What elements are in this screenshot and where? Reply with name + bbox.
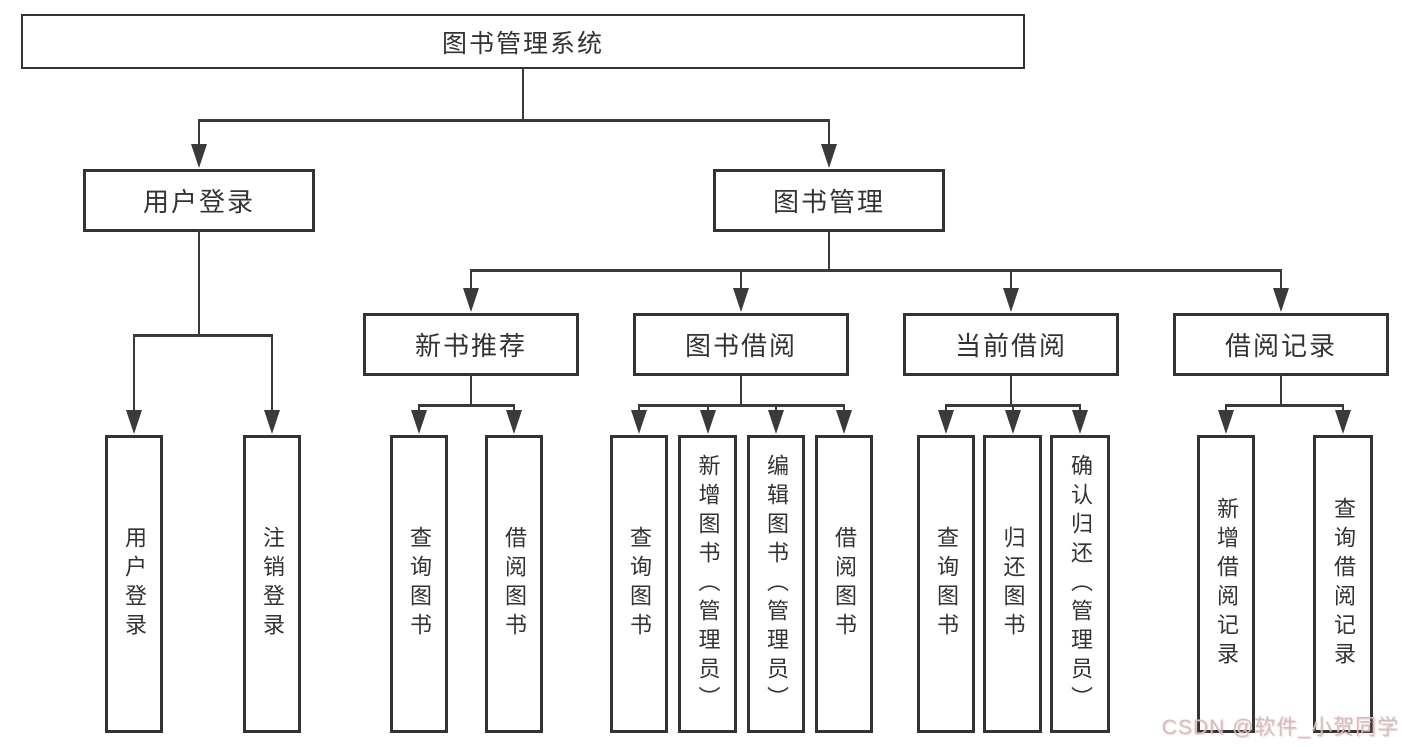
leaf-query-book-1: 查询图书 — [390, 435, 448, 733]
leaf-add-borrow-record: 新增借阅记录 — [1197, 435, 1255, 733]
arrow-down-icon — [631, 410, 647, 434]
leaf-logout: 注销登录 — [243, 435, 301, 733]
connector-arrow-stem — [740, 269, 742, 292]
arrow-down-icon — [411, 410, 427, 434]
node-current-borrow: 当前借阅 — [903, 313, 1119, 376]
leaf-borrow-book-2: 借阅图书 — [815, 435, 873, 733]
arrow-down-icon — [126, 410, 142, 434]
node-book-borrow: 图书借阅 — [633, 313, 849, 376]
leaf-user-login: 用户登录 — [105, 435, 163, 733]
arrow-down-icon — [264, 410, 280, 434]
arrow-down-icon — [506, 410, 522, 434]
connector-horizontal-line — [1225, 404, 1344, 407]
connector-arrow-stem — [707, 404, 709, 414]
leaf-edit-book-admin: 编辑图书（管理员） — [747, 435, 805, 733]
connector-arrow-stem — [1012, 404, 1014, 414]
connector-horizontal-line — [418, 404, 515, 407]
connector-arrow-stem — [638, 404, 640, 414]
node-book-management: 图书管理 — [713, 169, 945, 232]
arrow-down-icon — [700, 410, 716, 434]
arrow-down-icon — [821, 144, 837, 168]
arrow-down-icon — [463, 288, 479, 312]
connector-vertical-line — [740, 374, 742, 407]
connector-vertical-line — [470, 374, 472, 407]
leaf-confirm-return-admin: 确认归还（管理员） — [1050, 435, 1110, 733]
arrow-down-icon — [1335, 410, 1351, 434]
connector-arrow-stem — [945, 404, 947, 414]
connector-arrow-stem — [513, 404, 515, 414]
arrow-down-icon — [1218, 410, 1234, 434]
connector-arrow-stem — [470, 269, 472, 292]
connector-arrow-stem — [133, 334, 135, 414]
arrow-down-icon — [836, 410, 852, 434]
connector-horizontal-line — [199, 119, 830, 122]
arrow-down-icon — [1005, 410, 1021, 434]
leaf-query-book-3: 查询图书 — [917, 435, 975, 733]
connector-horizontal-line — [638, 404, 845, 407]
connector-arrow-stem — [1225, 404, 1227, 414]
leaf-add-book-admin: 新增图书（管理员） — [678, 435, 737, 733]
connector-arrow-stem — [1079, 404, 1081, 414]
connector-horizontal-line — [470, 269, 1282, 272]
connector-vertical-line — [198, 230, 200, 337]
arrow-down-icon — [191, 144, 207, 168]
node-new-book-recommend: 新书推荐 — [363, 313, 579, 376]
connector-arrow-stem — [1280, 269, 1282, 292]
leaf-query-borrow-record: 查询借阅记录 — [1313, 435, 1373, 733]
connector-horizontal-line — [133, 334, 273, 337]
arrow-down-icon — [938, 410, 954, 434]
arrow-down-icon — [733, 288, 749, 312]
node-library-system: 图书管理系统 — [21, 14, 1025, 69]
connector-arrow-stem — [198, 119, 200, 148]
connector-vertical-line — [1280, 374, 1282, 407]
connector-arrow-stem — [1010, 269, 1012, 292]
connector-vertical-line — [522, 67, 524, 121]
arrow-down-icon — [1003, 288, 1019, 312]
connector-arrow-stem — [1342, 404, 1344, 414]
connector-vertical-line — [1010, 374, 1012, 407]
arrow-down-icon — [1072, 410, 1088, 434]
connector-arrow-stem — [828, 119, 830, 148]
arrow-down-icon — [1273, 288, 1289, 312]
leaf-query-book-2: 查询图书 — [610, 435, 668, 733]
leaf-return-book: 归还图书 — [983, 435, 1042, 733]
arrow-down-icon — [768, 410, 784, 434]
connector-arrow-stem — [843, 404, 845, 414]
connector-arrow-stem — [775, 404, 777, 414]
watermark: CSDN @软件_小贺同学 — [1161, 716, 1399, 739]
node-user-login: 用户登录 — [83, 169, 315, 232]
connector-vertical-line — [828, 230, 830, 272]
connector-arrow-stem — [271, 334, 273, 414]
connector-arrow-stem — [418, 404, 420, 414]
leaf-borrow-book-1: 借阅图书 — [485, 435, 543, 733]
node-borrow-records: 借阅记录 — [1173, 313, 1389, 376]
